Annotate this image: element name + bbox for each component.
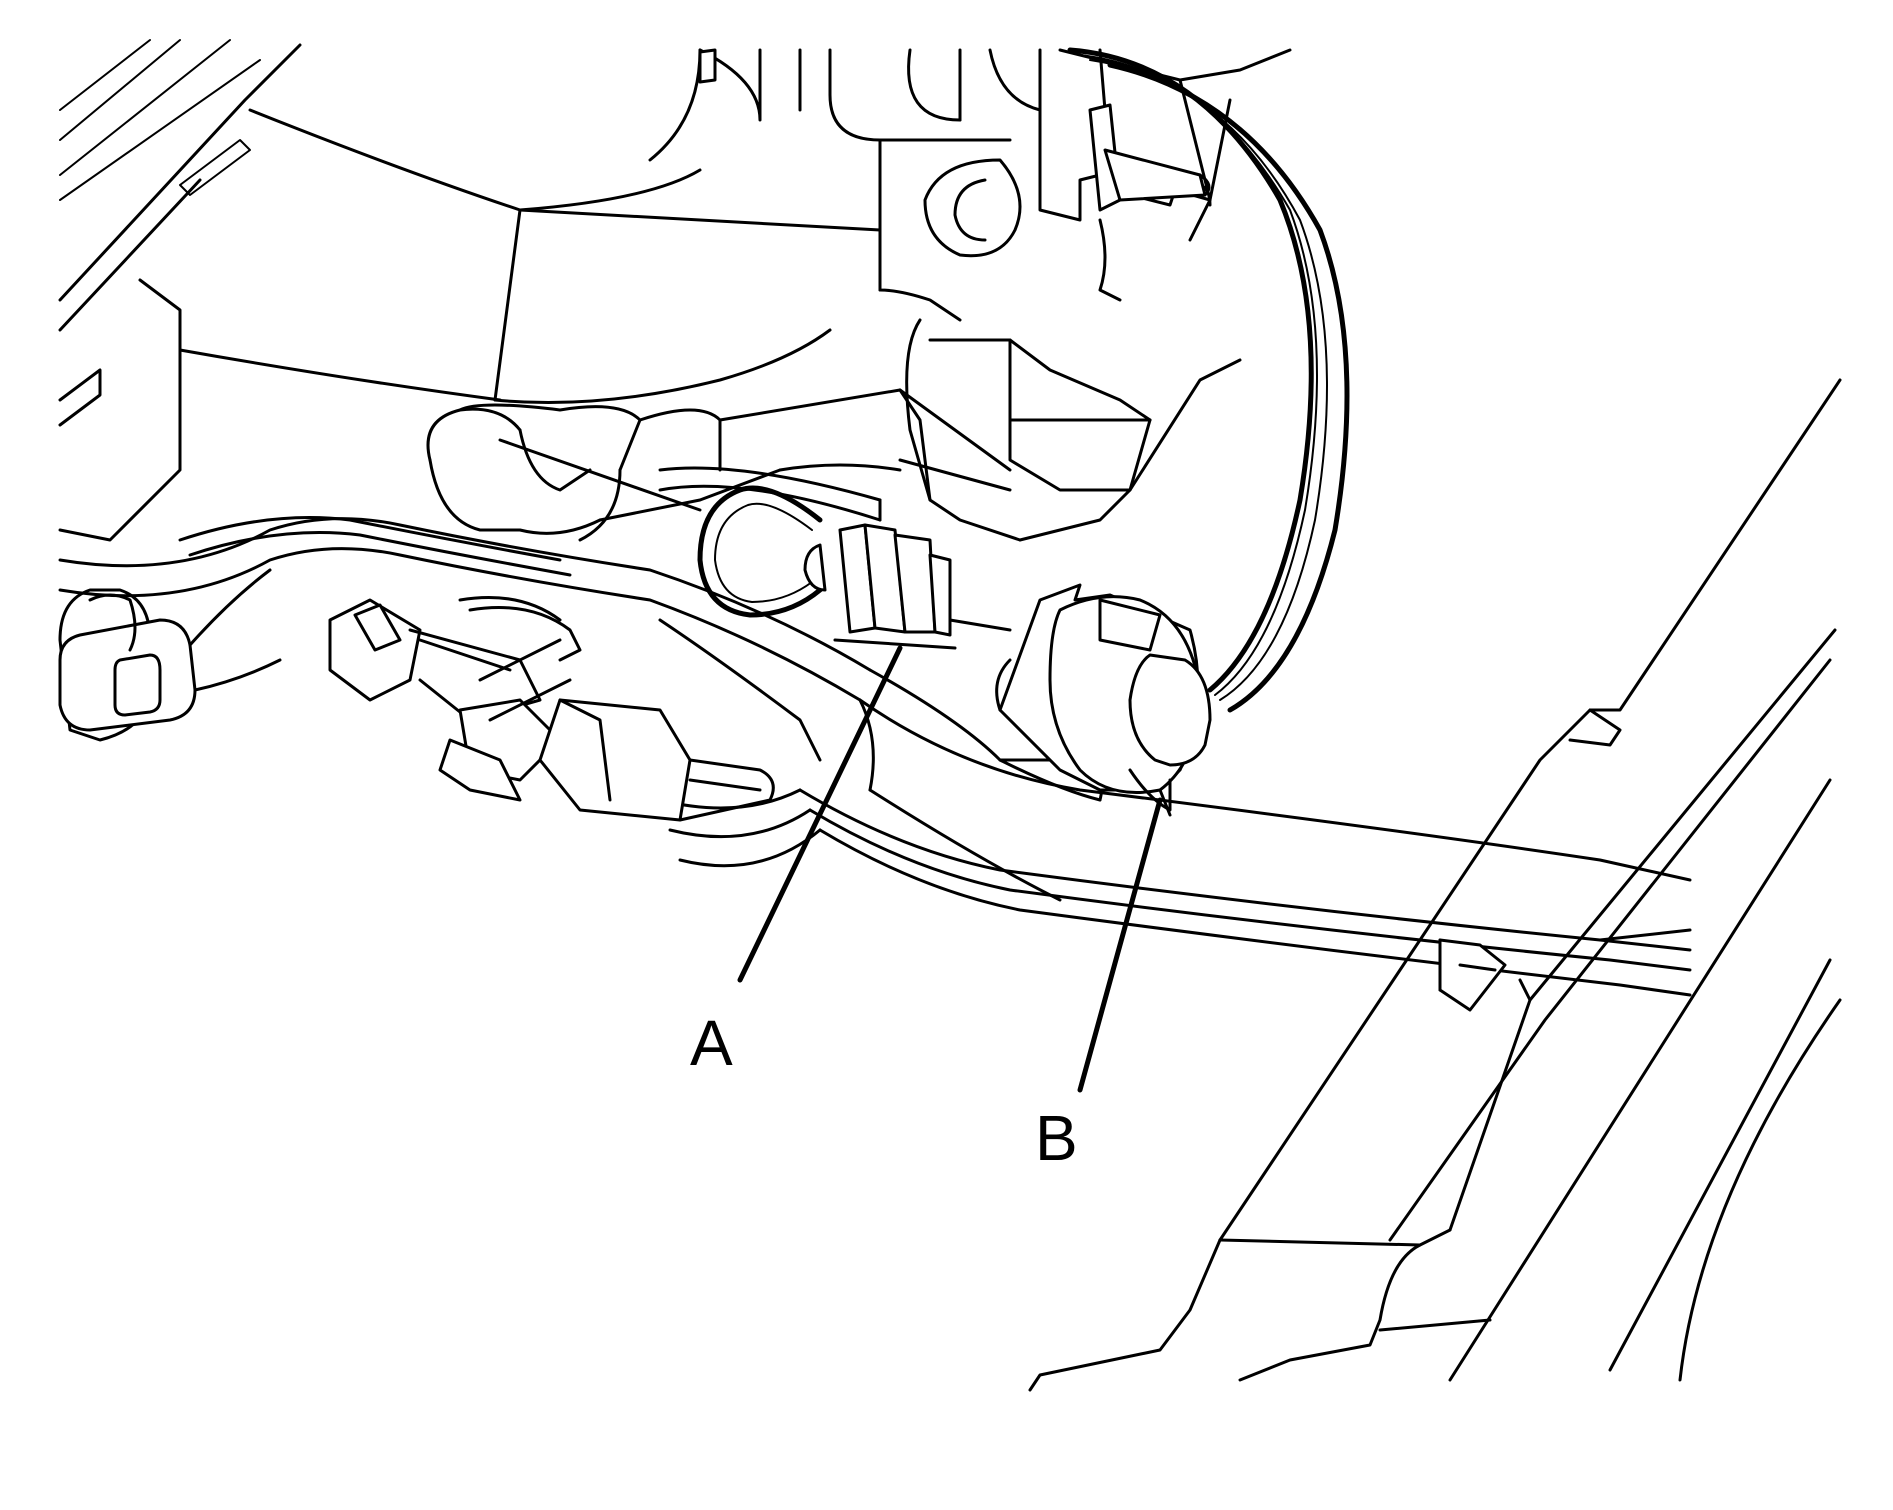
left-grommet xyxy=(58,568,282,742)
bulb-socket xyxy=(995,583,1212,817)
callout-leaders xyxy=(737,645,1163,1093)
headlamp-bulb xyxy=(498,438,1012,650)
right-panel xyxy=(1028,378,1842,1392)
harness-clip xyxy=(1088,103,1211,212)
callout-a-leader xyxy=(737,645,903,983)
lower-housing xyxy=(426,318,1242,542)
callout-b-leader xyxy=(1077,797,1163,1093)
callout-a-label: A xyxy=(690,1007,733,1079)
inline-connector xyxy=(328,596,775,822)
callout-b-label: B xyxy=(1035,1102,1078,1174)
housing-edge-lines xyxy=(58,39,302,427)
socket-wire-loop xyxy=(1067,47,1350,713)
